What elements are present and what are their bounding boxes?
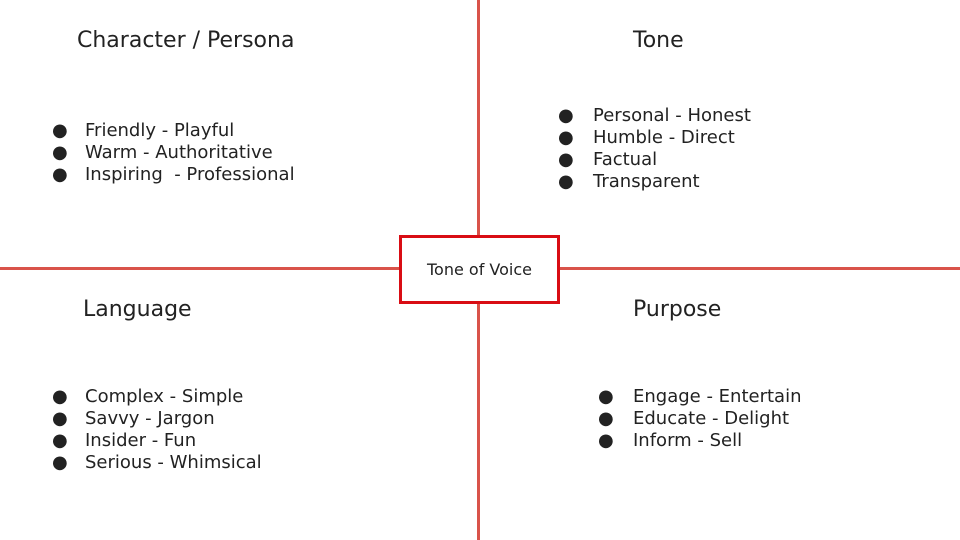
quadrant-title-language: Language (83, 297, 192, 322)
bullet-icon: ● (558, 105, 574, 126)
quadrant-title-purpose: Purpose (633, 297, 722, 322)
bullet-icon: ● (598, 408, 614, 429)
bullet-icon: ● (52, 430, 68, 451)
center-label: Tone of Voice (427, 260, 532, 279)
bullet-icon: ● (598, 430, 614, 451)
bullet-icon: ● (558, 127, 574, 148)
bullet-icon: ● (558, 171, 574, 192)
bullet-icon: ● (52, 164, 68, 185)
quadrant-title-tone: Tone (633, 28, 684, 53)
bullet-icon: ● (52, 408, 68, 429)
bullet-icon: ● (52, 386, 68, 407)
center-label-box: Tone of Voice (399, 235, 560, 304)
bullet-icon: ● (52, 452, 68, 473)
bullet-icon: ● (558, 149, 574, 170)
bullet-icon: ● (52, 142, 68, 163)
bullet-icon: ● (598, 386, 614, 407)
quadrant-title-character-persona: Character / Persona (77, 28, 295, 53)
bullet-icon: ● (52, 120, 68, 141)
